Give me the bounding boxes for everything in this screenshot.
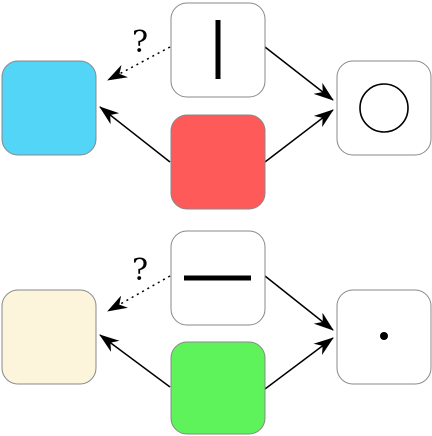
arrow-hidden-to-result <box>264 337 334 390</box>
arrow-hidden-to-target <box>99 334 171 388</box>
target-color-box <box>1 289 97 385</box>
hidden-color-box <box>170 114 266 210</box>
arrow-hidden-to-target <box>99 106 171 163</box>
arrow-hidden-to-result <box>264 109 334 163</box>
question-mark-label: ? <box>132 25 148 60</box>
question-mark-label: ? <box>132 253 148 288</box>
small-dot-icon <box>380 332 388 340</box>
circle-outline-icon <box>359 83 409 133</box>
arrow-source-to-result <box>264 275 334 331</box>
hidden-color-box <box>170 341 266 435</box>
result-symbol-box <box>336 60 432 156</box>
diagram-top: ? <box>1 2 432 210</box>
diagram-bottom: ? <box>1 230 432 435</box>
arrow-source-to-result <box>264 46 334 101</box>
target-color-box <box>1 60 97 156</box>
